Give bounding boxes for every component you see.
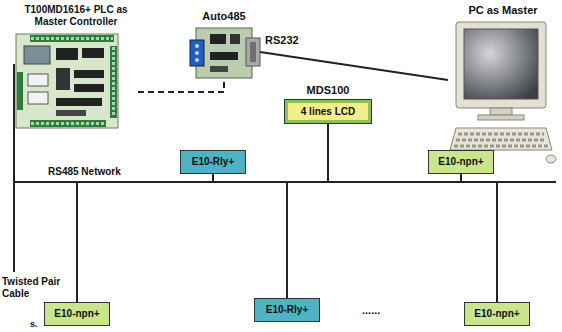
- label-holder: Twisted Pair Cable: [2, 276, 62, 300]
- module-name: E10-Rly+: [266, 304, 309, 316]
- annotation-label: RS485 Network: [48, 166, 121, 178]
- module-box: E10-npn+: [428, 150, 494, 174]
- module-box: E10-npn+: [464, 302, 530, 326]
- device-title: PC as Master: [448, 4, 558, 16]
- module-name: E10-npn+: [438, 156, 483, 168]
- bus-drop: [14, 64, 497, 302]
- lcd-frame: 4 lines LCD: [284, 99, 372, 124]
- lcd-screen: 4 lines LCD: [288, 103, 368, 120]
- module-box: E10-Rly+: [254, 298, 320, 322]
- plc-board: [16, 34, 118, 128]
- cable-line: [13, 182, 15, 272]
- label-holder: RS485 Network: [48, 166, 121, 178]
- module-box: E10-Rly+: [180, 150, 246, 174]
- annotation-label: Twisted Pair Cable: [2, 276, 62, 300]
- device-group: Auto485: [188, 10, 260, 82]
- rs232-cable: [260, 52, 448, 80]
- device-group: PC as Master: [448, 4, 558, 168]
- lcd-text: 4 lines LCD: [301, 106, 355, 118]
- edge-label-holder: RS232: [264, 34, 300, 46]
- optional-link: [138, 82, 224, 92]
- auto485-board: [190, 28, 260, 78]
- module-name: E10-Rly+: [192, 156, 235, 168]
- edge-label: RS232: [264, 34, 300, 46]
- label-holder: s.: [30, 318, 38, 330]
- annotation-label: ......: [362, 304, 380, 316]
- device-title: T100MD1616+ PLC as Master Controller: [14, 4, 138, 28]
- device-title: MDS100: [284, 84, 372, 97]
- module-name: E10-npn+: [474, 308, 519, 320]
- display-module: MDS100 4 lines LCD: [284, 84, 372, 124]
- module-name: E10-npn+: [54, 308, 99, 320]
- pc-illustration: [450, 22, 556, 163]
- device-title: Auto485: [188, 10, 260, 22]
- module-box: E10-npn+: [44, 302, 110, 326]
- label-holder: ......: [362, 304, 380, 316]
- bus-drop: [14, 64, 328, 182]
- annotation-label: s.: [30, 318, 38, 330]
- device-group: T100MD1616+ PLC as Master Controller: [14, 4, 138, 132]
- bus-drop: [14, 64, 461, 182]
